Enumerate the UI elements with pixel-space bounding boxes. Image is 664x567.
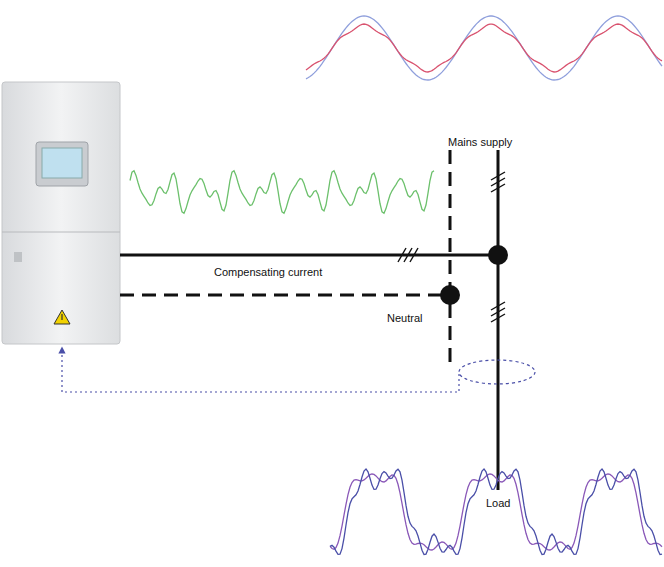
mains-label: Mains supply xyxy=(446,135,514,149)
supply-current-wave xyxy=(306,24,662,72)
compensating-wave xyxy=(130,171,434,213)
wire-label: Compensating current xyxy=(212,265,324,279)
active-filter-cabinet xyxy=(2,82,120,344)
wire-label: Neutral xyxy=(385,311,424,325)
waveforms xyxy=(130,16,662,555)
wiring xyxy=(62,150,535,490)
load-label: Load xyxy=(484,496,512,510)
load-current-wave xyxy=(330,469,662,555)
supply-voltage-wave xyxy=(306,16,662,80)
